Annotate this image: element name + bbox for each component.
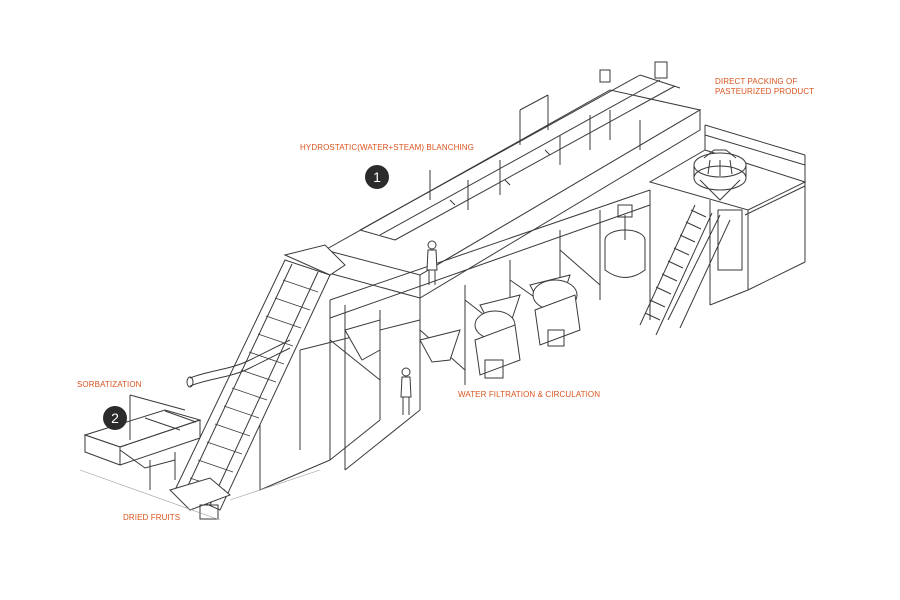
sorbatization-unit [83, 394, 202, 490]
step-marker-1: 1 [365, 165, 389, 189]
step-marker-2: 2 [103, 406, 127, 430]
ducting [186, 339, 291, 388]
access-stairs [639, 204, 731, 336]
packing-machine [693, 149, 747, 201]
elevator-conveyor [169, 244, 346, 520]
label-blanching: HYDROSTATIC(WATER+STEAM) BLANCHING [300, 143, 475, 152]
ground-lines [79, 469, 321, 521]
filtration-units [474, 279, 581, 379]
label-direct-packing-line1: DIRECT PACKING OF [715, 77, 798, 86]
label-dried-fruits: DRIED FRUITS [123, 513, 181, 522]
label-water-filtration: WATER FILTRATION & CIRCULATION [458, 390, 601, 399]
mixing-tank [604, 204, 646, 278]
packing-platform [648, 124, 807, 306]
label-direct-packing-line2: PASTEURIZED PRODUCT [715, 87, 815, 96]
blancher-tunnel [323, 61, 702, 299]
process-line-icon [79, 61, 807, 521]
operator-figure-icon [400, 240, 438, 415]
label-sorbatization: SORBATIZATION [77, 380, 142, 389]
